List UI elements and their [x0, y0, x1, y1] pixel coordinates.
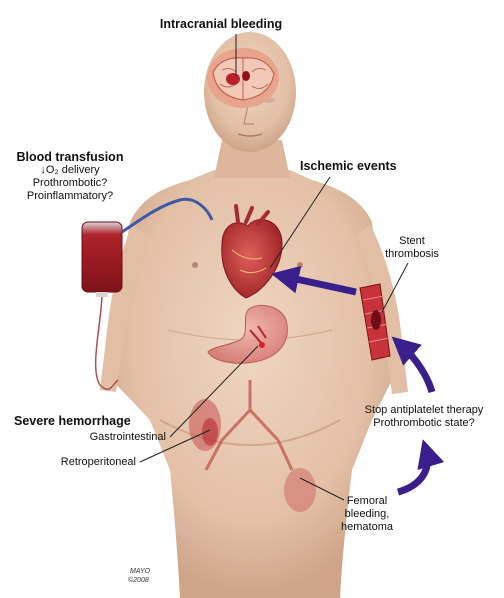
- leader-stent: [381, 262, 409, 313]
- credit-mayo: MAYO: [130, 568, 151, 575]
- label-o2-delivery: ↓O₂ delivery: [40, 164, 100, 176]
- label-thrombosis: thrombosis: [385, 248, 439, 260]
- leader-femoral: [299, 477, 345, 501]
- label-prothrombotic-state: Prothrombotic state?: [373, 417, 475, 429]
- label-ischemic-events: Ischemic events: [300, 159, 397, 173]
- label-intracranial-bleeding: Intracranial bleeding: [159, 17, 283, 31]
- label-hematoma: hematoma: [341, 521, 393, 533]
- label-stop-antiplatelet: Stop antiplatelet therapy: [364, 404, 484, 416]
- label-proinflammatory: Proinflammatory?: [26, 190, 114, 202]
- leader-retro: [139, 429, 211, 463]
- process-arrows: [271, 265, 445, 496]
- leader-lines: [139, 34, 409, 501]
- label-retroperitoneal: Retroperitoneal: [60, 456, 136, 468]
- stomach: [207, 304, 288, 364]
- leader-gastro: [169, 345, 259, 438]
- label-femoral: Femoral: [346, 495, 388, 507]
- label-gastrointestinal: Gastrointestinal: [89, 431, 166, 443]
- transfusion-bag: [81, 197, 214, 390]
- brain-cutaway: [207, 48, 279, 108]
- stent-vessel: [359, 283, 391, 361]
- label-prothrombotic: Prothrombotic?: [32, 177, 108, 189]
- label-severe-hemorrhage: Severe hemorrhage: [14, 414, 131, 428]
- heart: [221, 204, 283, 299]
- leader-ischemic: [269, 176, 331, 269]
- credit-year: ©2008: [128, 577, 149, 584]
- label-blood-transfusion: Blood transfusion: [16, 150, 124, 164]
- label-stent: Stent: [399, 235, 425, 247]
- pelvic-vessels: [189, 380, 316, 512]
- label-bleeding: bleeding,: [344, 508, 390, 520]
